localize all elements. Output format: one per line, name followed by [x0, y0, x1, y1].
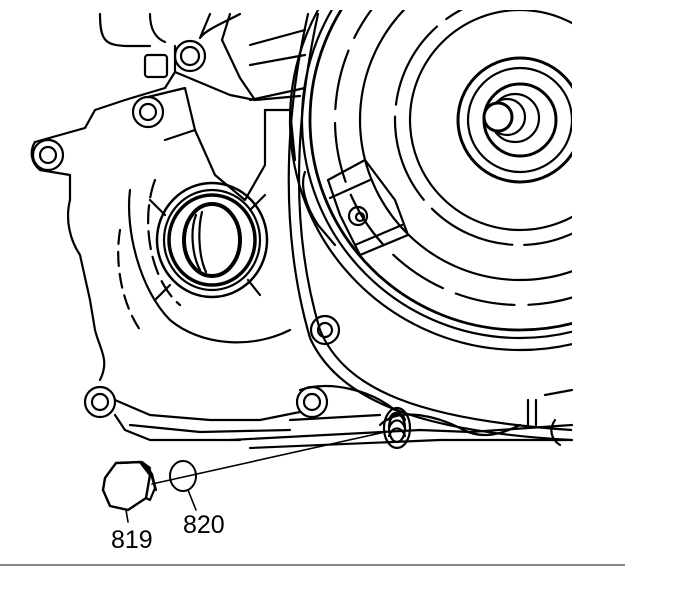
upper-bracket	[98, 12, 307, 102]
torque-converter	[288, 10, 572, 352]
drain-plug-part	[101, 460, 158, 523]
drain-hole	[382, 406, 412, 450]
mount-block	[301, 158, 410, 257]
seal	[148, 181, 269, 302]
callout-819: 819	[111, 526, 153, 554]
callout-820: 820	[183, 511, 225, 539]
bottom-divider	[0, 564, 625, 566]
lower-pan	[228, 384, 574, 450]
assembly-leader-line	[151, 431, 386, 485]
seal-washer-part	[169, 460, 197, 511]
